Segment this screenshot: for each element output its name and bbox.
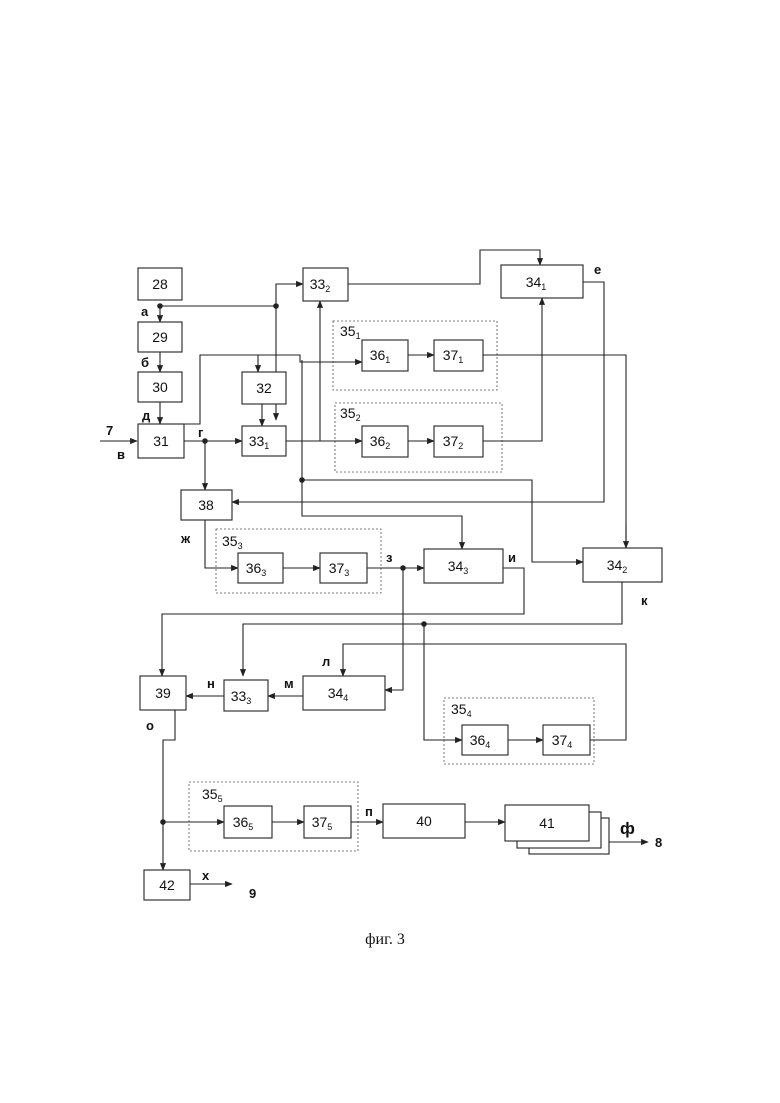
block-39-label: 39	[155, 685, 171, 701]
port-7: 7	[106, 423, 113, 438]
signal-f: ф	[620, 819, 635, 838]
block-30-label: 30	[152, 379, 168, 395]
signal-k: к	[641, 593, 648, 608]
port-8: 8	[655, 835, 662, 850]
signal-p: п	[365, 804, 373, 819]
group-35-1-label: 351	[340, 323, 361, 341]
signal-kh: х	[202, 868, 210, 883]
group-35-4-label: 354	[451, 701, 472, 719]
port-9: 9	[249, 886, 256, 901]
signal-b: б	[141, 355, 149, 370]
signal-n: н	[207, 676, 215, 691]
block-40-label: 40	[416, 813, 432, 829]
signal-i: и	[508, 550, 516, 565]
block-29-label: 29	[152, 329, 168, 345]
block-42-label: 42	[159, 877, 175, 893]
block-41-label: 41	[539, 815, 555, 831]
signal-g: г	[198, 425, 204, 440]
signal-l: л	[322, 654, 330, 669]
block-32-label: 32	[256, 380, 272, 396]
signal-o: о	[146, 718, 154, 733]
group-35-5-label: 355	[202, 786, 223, 804]
signal-zh: ж	[180, 531, 191, 546]
group-35-3-label: 353	[222, 533, 243, 551]
group-35-2-label: 352	[340, 405, 361, 423]
signal-e: е	[594, 262, 601, 277]
block-28-label: 28	[152, 276, 168, 292]
block-31-label: 31	[153, 433, 169, 449]
signal-z: з	[386, 550, 393, 565]
blocks: 28 29 30 31 32 331 332 341 361 371 362 3…	[138, 265, 662, 900]
figure-caption: фиг. 3	[365, 931, 405, 948]
signal-a: а	[141, 304, 149, 319]
signal-v: в	[117, 447, 125, 462]
signal-m: м	[284, 676, 294, 691]
signal-d: д	[142, 408, 151, 423]
block-38-label: 38	[198, 497, 214, 513]
